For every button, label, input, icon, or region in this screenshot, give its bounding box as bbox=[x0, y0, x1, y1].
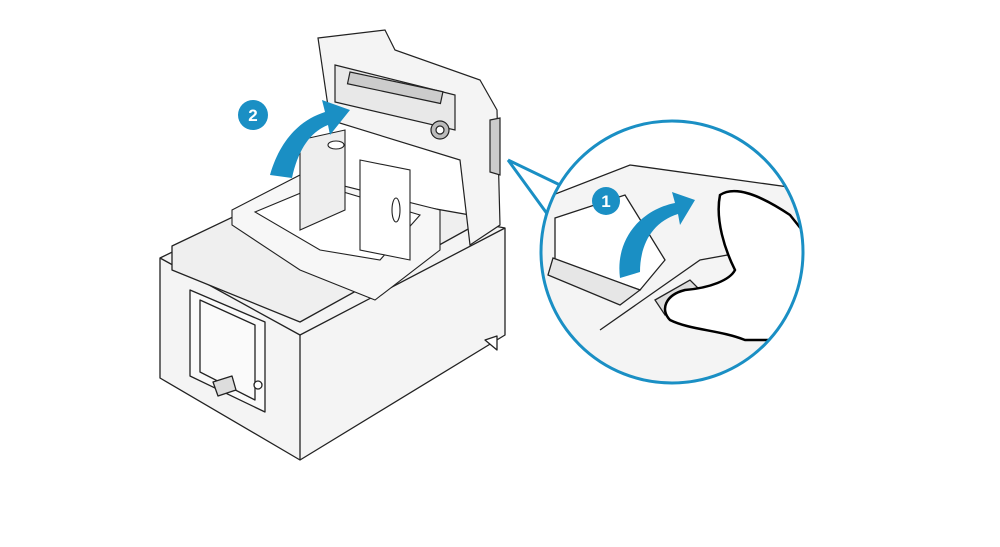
callout-pointer bbox=[506, 158, 561, 216]
zoom-circle-border bbox=[539, 119, 805, 385]
open-cover-arrow bbox=[270, 100, 350, 178]
printer-cover-open bbox=[317, 29, 501, 247]
step-2-number: 2 bbox=[248, 106, 257, 125]
lift-lever-arrow bbox=[619, 192, 695, 278]
detail-zoom-view bbox=[541, 121, 803, 383]
paper-compartment bbox=[231, 129, 441, 301]
step-1-number: 1 bbox=[601, 192, 610, 211]
step-1-badge bbox=[592, 187, 620, 215]
step-2-badge bbox=[238, 100, 268, 130]
hand-icon bbox=[663, 189, 803, 342]
